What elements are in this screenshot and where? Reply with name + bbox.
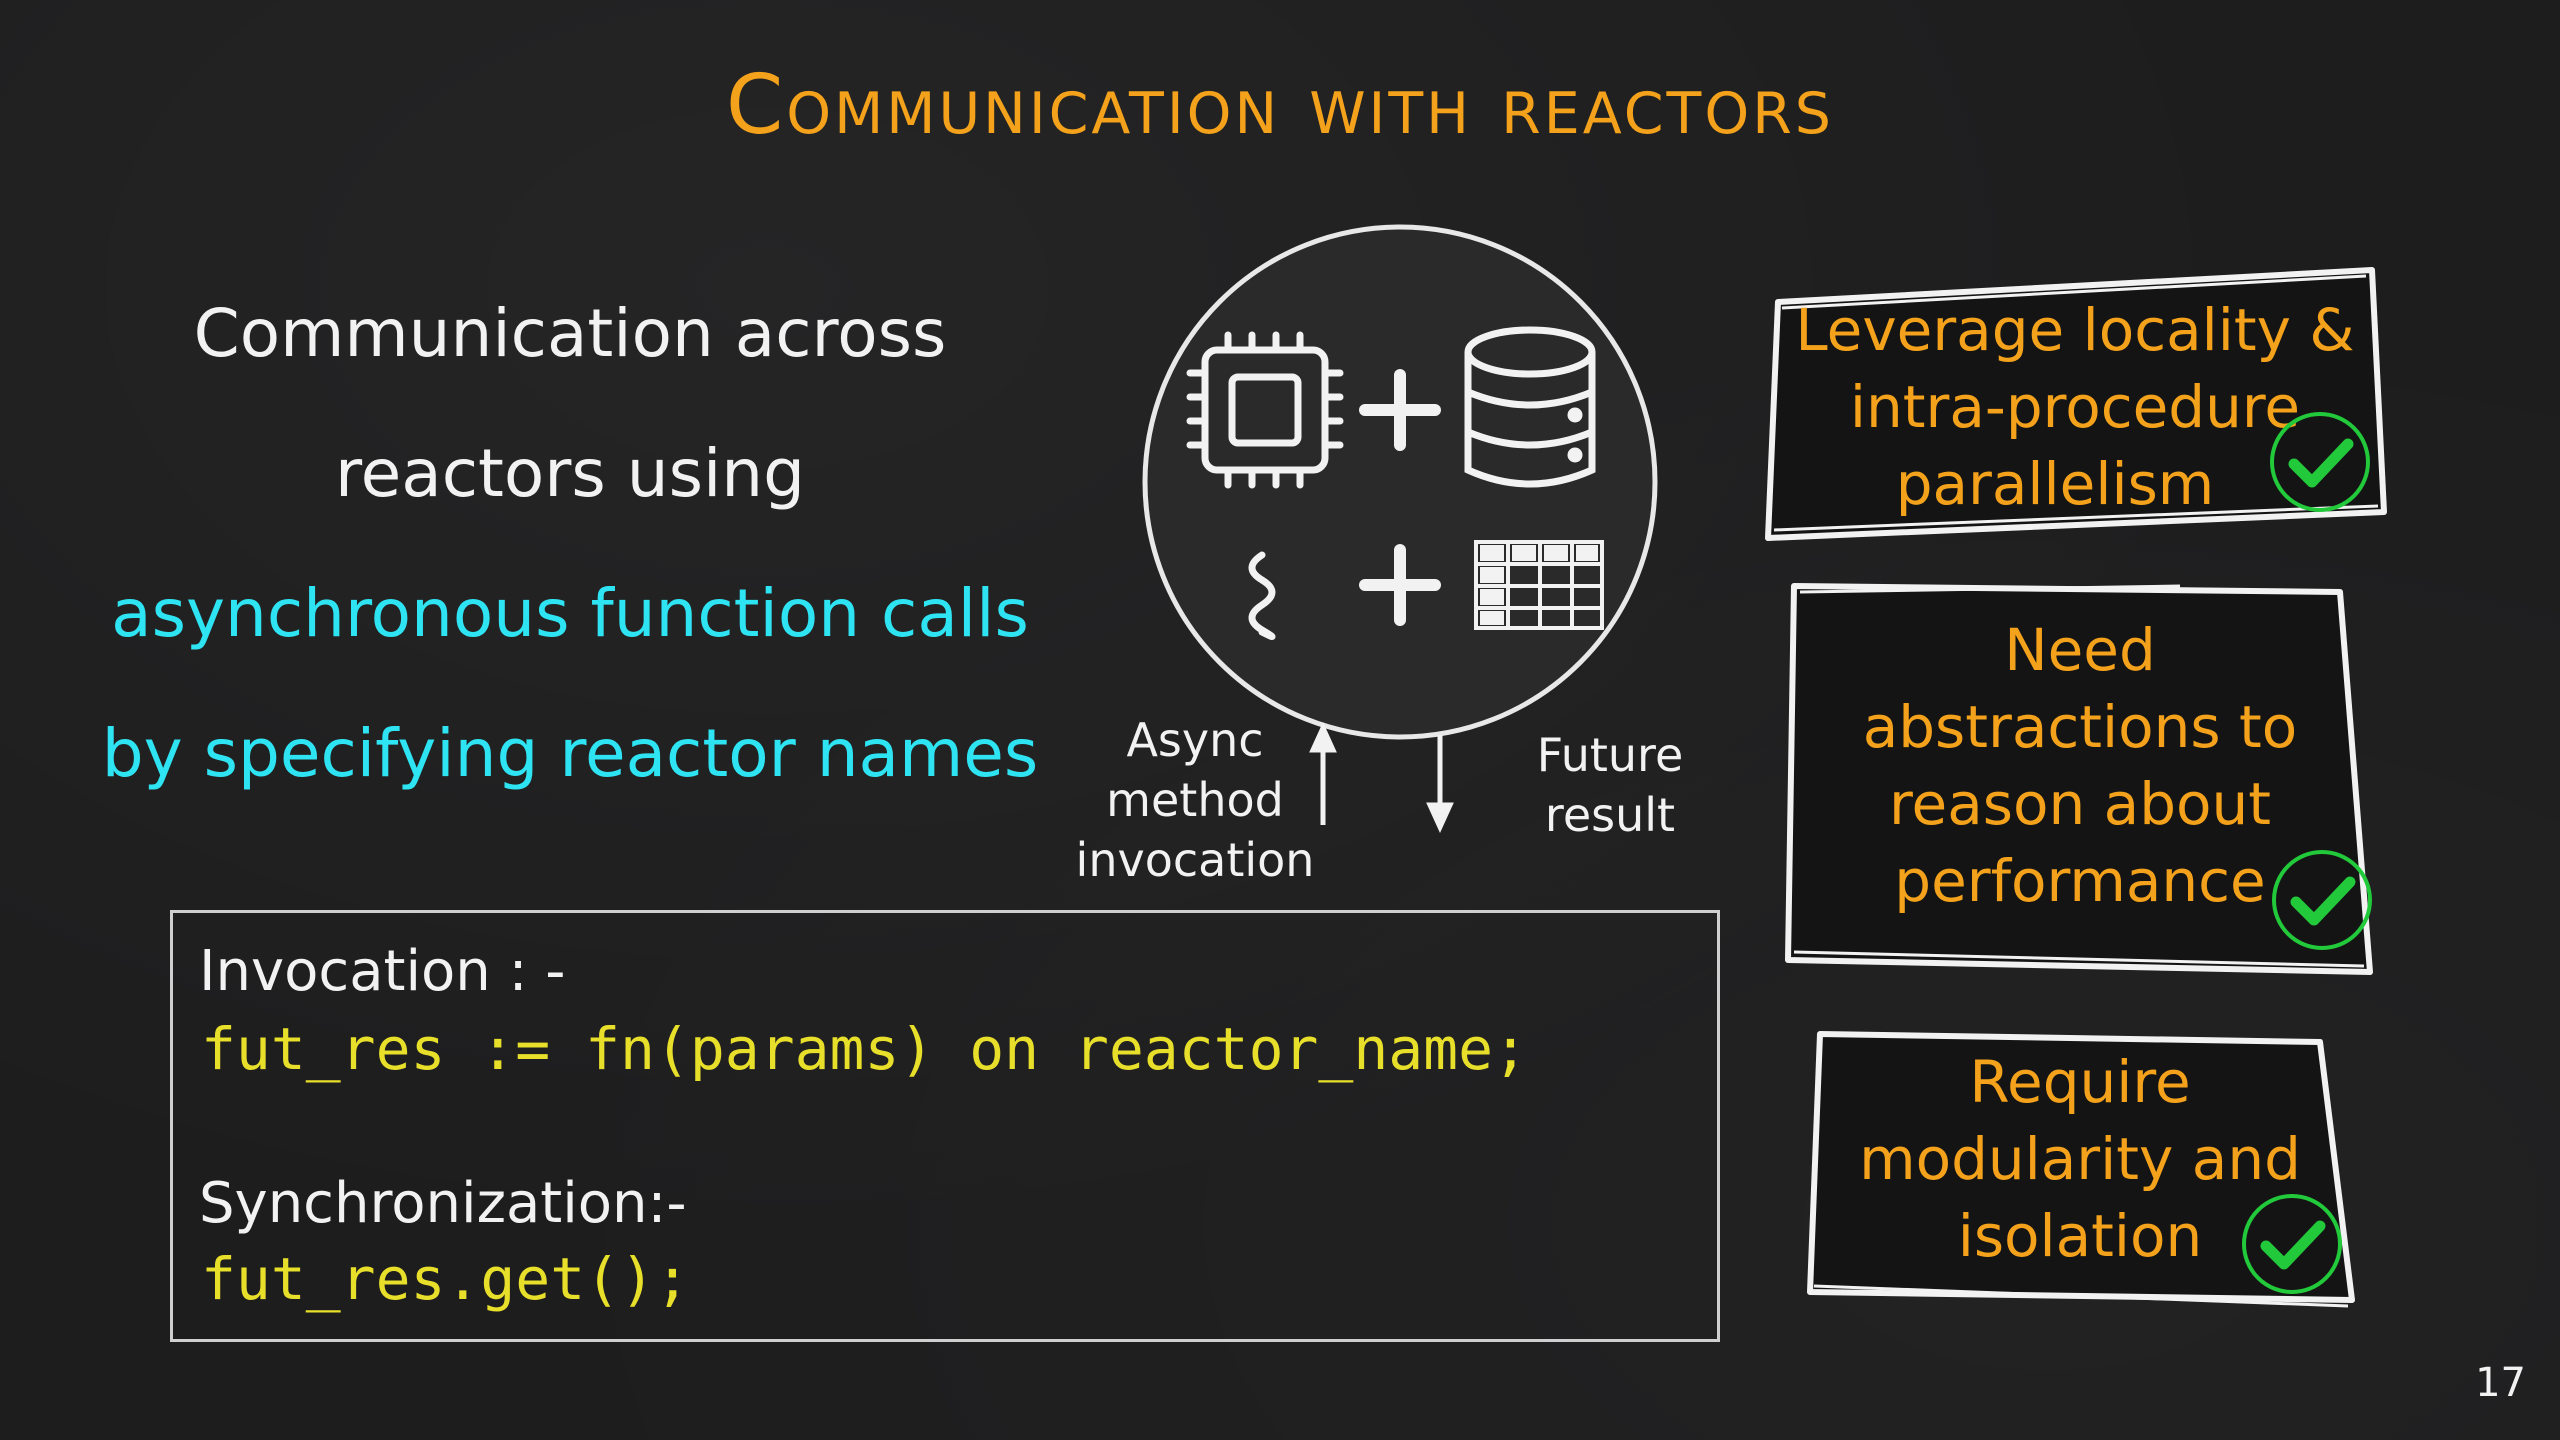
card-locality: Leverage locality & intra-procedure para… [1760, 262, 2390, 544]
future-label-line: Future [1536, 728, 1684, 782]
card-frame [1785, 583, 2373, 975]
result-arrow-icon [1426, 735, 1454, 834]
card-line: Leverage locality & [1795, 296, 2355, 364]
card-abstractions: Need abstractions to reason about perfor… [1780, 572, 2380, 988]
card-line: modularity and [1859, 1125, 2301, 1193]
invocation-code: fut_res := fn(params) on reactor_name; [201, 1015, 1528, 1083]
card-text: Leverage locality & intra-procedure para… [1760, 292, 2390, 523]
invocation-label: Invocation : - [199, 939, 566, 1004]
async-label-line: Async [1126, 713, 1264, 767]
async-invocation-label: Async method invocation [1060, 710, 1330, 890]
intro-line-4: by specifying reactor names [101, 715, 1039, 792]
check-icon [2272, 850, 2372, 950]
card-frame [1807, 1031, 2355, 1308]
invocation-arrow-icon [1309, 721, 1337, 825]
future-result-label: Future result [1510, 725, 1710, 845]
code-box: Invocation : - fut_res := fn(params) on … [170, 910, 1720, 1342]
check-icon [2242, 1194, 2342, 1294]
database-icon [1464, 326, 1596, 488]
reactor-circle [1142, 224, 1658, 740]
card-line: intra-procedure [1849, 373, 2301, 441]
intro-line-3: asynchronous function calls [111, 575, 1029, 652]
reactor-diagram: Async method invocation Future result [1000, 220, 1760, 920]
card-text: Require modularity and isolation [1800, 1044, 2360, 1275]
card-line: performance [1894, 847, 2266, 915]
card-line: abstractions to [1862, 693, 2298, 761]
card-line: Require [1969, 1048, 2191, 1116]
slide-title: Communication with reactors [725, 58, 1834, 153]
card-modularity: Require modularity and isolation [1800, 1024, 2360, 1316]
thread-icon [1248, 551, 1276, 640]
card-line: reason about [1888, 770, 2272, 838]
future-label-line: result [1544, 788, 1676, 842]
reactor-diagram-graphic [1142, 224, 1658, 834]
async-label-line: invocation [1075, 833, 1315, 887]
plus-icon [1359, 544, 1441, 626]
card-line: parallelism [1895, 450, 2215, 518]
table-icon [1474, 540, 1604, 630]
card-text: Need abstractions to reason about perfor… [1780, 612, 2380, 920]
synchronization-code: fut_res.get(); [201, 1245, 690, 1313]
plus-icon [1359, 369, 1441, 451]
card-frame [1765, 267, 2387, 541]
synchronization-label: Synchronization:- [199, 1171, 687, 1236]
cpu-icon [1186, 331, 1344, 489]
async-label-line: method [1106, 773, 1284, 827]
page-number: 17 [2475, 1360, 2526, 1406]
intro-line-2: reactors using [334, 435, 806, 512]
card-line: isolation [1957, 1202, 2203, 1270]
check-icon [2270, 412, 2370, 512]
intro-line-1: Communication across [193, 295, 947, 372]
card-line: Need [2004, 616, 2156, 684]
